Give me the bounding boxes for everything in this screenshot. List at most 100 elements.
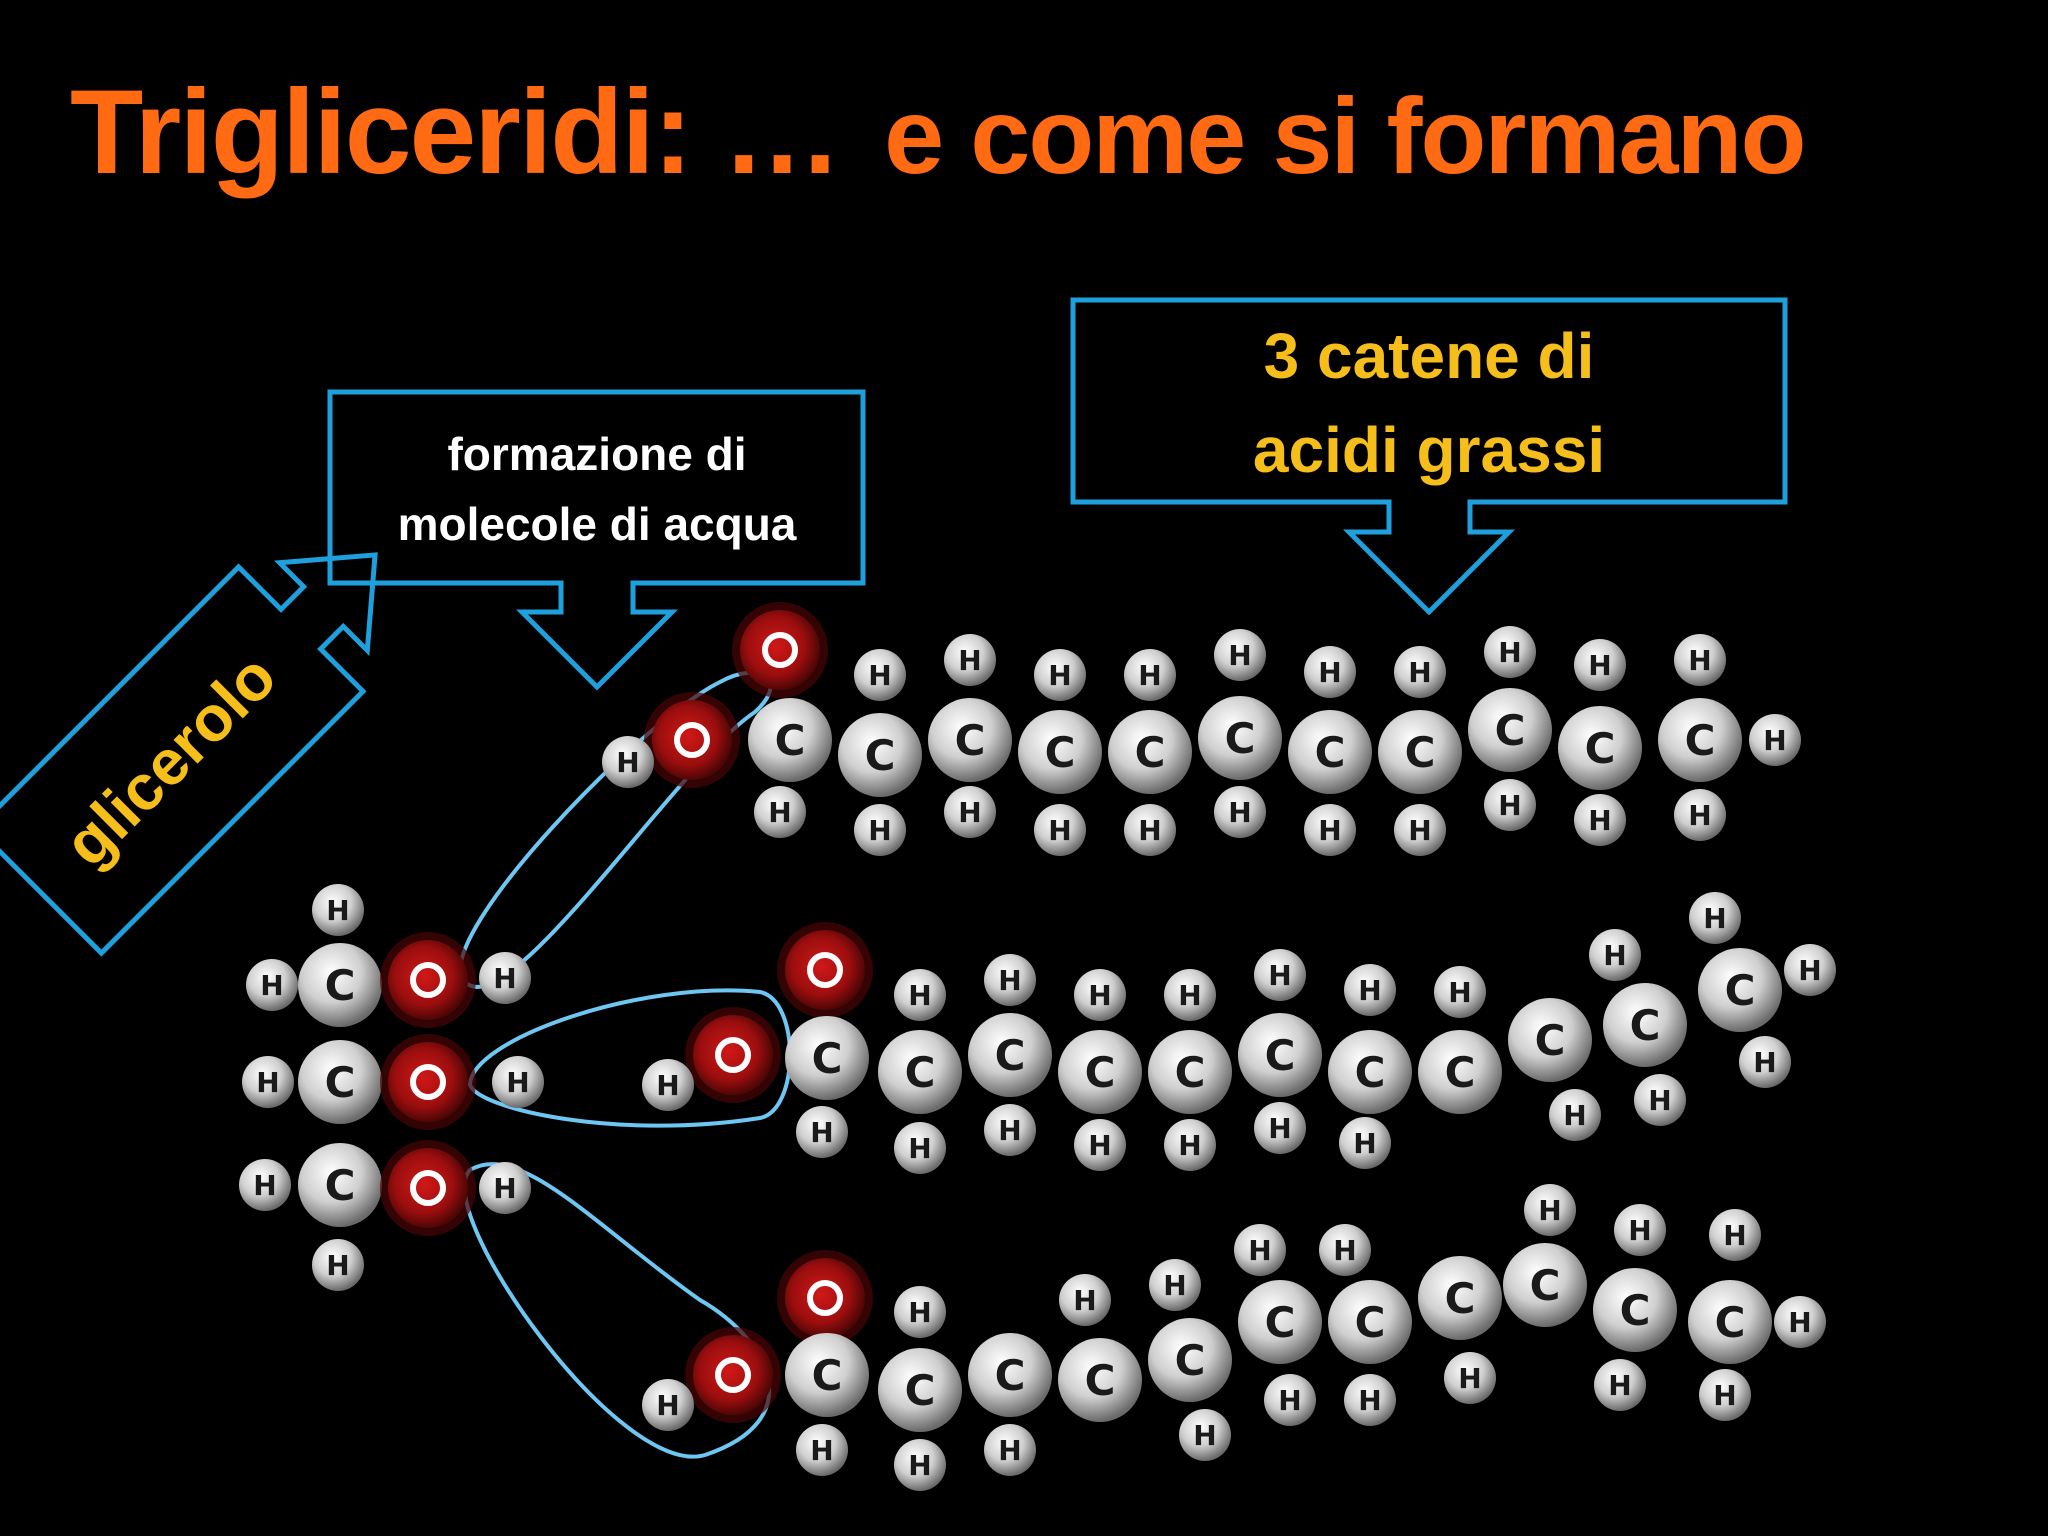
hydrogen-symbol: H [768, 796, 791, 829]
carbon-atom: C [1468, 688, 1552, 772]
carbon-symbol: C [1445, 1048, 1476, 1097]
hydrogen-atom: H [1709, 1209, 1761, 1261]
carbon-symbol: C [1175, 1336, 1206, 1385]
hydrogen-atom: H [479, 952, 531, 1004]
carbon-symbol: C [1085, 1048, 1116, 1097]
hydrogen-symbol: H [1073, 1284, 1096, 1317]
hydrogen-atom: H [754, 786, 806, 838]
hydrogen-symbol: H [493, 962, 516, 995]
hydrogen-atom: H [1784, 944, 1836, 996]
hydrogen-atom: H [854, 804, 906, 856]
hydrogen-atom: H [796, 1424, 848, 1476]
carbon-symbol: C [1085, 1356, 1116, 1405]
carbon-atom: C [968, 1333, 1052, 1417]
hydrogen-atom: H [1319, 1224, 1371, 1276]
hydrogen-atom: H [1574, 794, 1626, 846]
carbon-symbol: C [955, 716, 986, 765]
hydrogen-atom: H [1749, 714, 1801, 766]
hydrogen-symbol: H [326, 894, 349, 927]
hydrogen-atom: H [1574, 639, 1626, 691]
hydrogen-atom: H [1214, 786, 1266, 838]
hydrogen-symbol: H [958, 796, 981, 829]
hydrogen-atom: H [894, 1286, 946, 1338]
hydrogen-symbol: H [656, 1389, 679, 1422]
oxygen-atom [777, 922, 873, 1018]
carbon-atom: C [1508, 998, 1592, 1082]
hydrogen-atom: H [854, 649, 906, 701]
hydrogen-symbol: H [1408, 656, 1431, 689]
hydrogen-atom: H [1589, 929, 1641, 981]
water-formation-callout: formazione di molecole di acqua [327, 389, 866, 691]
hydrogen-symbol: H [493, 1172, 516, 1205]
carbon-atom: C [298, 1143, 382, 1227]
carbon-symbol: C [865, 731, 896, 780]
carbon-atom: C [1148, 1030, 1232, 1114]
carbon-symbol: C [1495, 706, 1526, 755]
hydrogen-symbol: H [1458, 1362, 1481, 1395]
carbon-atom: C [968, 1013, 1052, 1097]
glycerol-callout: glicerolo [0, 552, 378, 957]
hydrogen-atom: H [242, 1056, 294, 1108]
carbon-atom: C [298, 943, 382, 1027]
hydrogen-symbol: H [1408, 814, 1431, 847]
hydrogen-atom: H [492, 1056, 544, 1108]
hydrogen-symbol: H [908, 979, 931, 1012]
hydrogen-symbol: H [908, 1296, 931, 1329]
carbon-atom: C [1328, 1280, 1412, 1364]
hydrogen-symbol: H [1498, 789, 1521, 822]
carbon-symbol: C [1265, 1031, 1296, 1080]
hydrogen-symbol: H [1798, 954, 1821, 987]
hydrogen-symbol: H [868, 659, 891, 692]
hydrogen-symbol: H [1318, 656, 1341, 689]
carbon-atom: C [1418, 1030, 1502, 1114]
carbon-atom: C [1238, 1280, 1322, 1364]
oxygen-atom [777, 1250, 873, 1346]
hydrogen-symbol: H [1608, 1369, 1631, 1402]
slide-title: Trigliceridi: …e come si formano [70, 60, 1806, 204]
hydrogen-atom: H [1179, 1409, 1231, 1461]
carbon-atom: C [785, 1016, 869, 1100]
hydrogen-symbol: H [1353, 1127, 1376, 1160]
hydrogen-symbol: H [1138, 659, 1161, 692]
hydrogen-atom: H [894, 1439, 946, 1491]
carbon-atom: C [1328, 1030, 1412, 1114]
carbon-atom: C [1108, 710, 1192, 794]
hydrogen-symbol: H [1588, 804, 1611, 837]
hydrogen-atom: H [1339, 1117, 1391, 1169]
carbon-atom: C [1378, 710, 1462, 794]
carbon-symbol: C [325, 1058, 356, 1107]
water-callout-line-1: formazione di [447, 428, 746, 480]
carbon-symbol: C [1265, 1298, 1296, 1347]
hydrogen-symbol: H [1318, 814, 1341, 847]
hydrogen-symbol: H [868, 814, 891, 847]
carbon-atom: C [748, 698, 832, 782]
carbon-atom: C [838, 713, 922, 797]
carbon-symbol: C [812, 1034, 843, 1083]
hydrogen-symbol: H [1163, 1269, 1186, 1302]
carbon-atom: C [878, 1030, 962, 1114]
carbon-atom: C [1698, 948, 1782, 1032]
hydrogen-symbol: H [810, 1434, 833, 1467]
hydrogen-atom: H [944, 634, 996, 686]
hydrogen-symbol: H [1178, 1129, 1201, 1162]
hydrogen-atom: H [239, 1159, 291, 1211]
fatty-acids-callout: 3 catene di acidi grassi [1070, 297, 1788, 616]
carbon-symbol: C [905, 1048, 936, 1097]
hydrogen-symbol: H [1688, 644, 1711, 677]
hydrogen-atom: H [984, 1104, 1036, 1156]
carbon-atom: C [298, 1040, 382, 1124]
hydrogen-symbol: H [1248, 1234, 1271, 1267]
hydrogen-symbol: H [1138, 814, 1161, 847]
hydrogen-symbol: H [1563, 1099, 1586, 1132]
oxygen-atom [644, 692, 740, 788]
carbon-symbol: C [1175, 1048, 1206, 1097]
hydrogen-atom: H [1254, 1102, 1306, 1154]
carbon-symbol: C [1530, 1261, 1561, 1310]
title-part-1: Trigliceridi: … [70, 65, 842, 199]
oxygen-atom [380, 1140, 476, 1236]
hydrogen-atom: H [1254, 949, 1306, 1001]
hydrogen-atom: H [1124, 649, 1176, 701]
hydrogen-atom: H [1699, 1369, 1751, 1421]
